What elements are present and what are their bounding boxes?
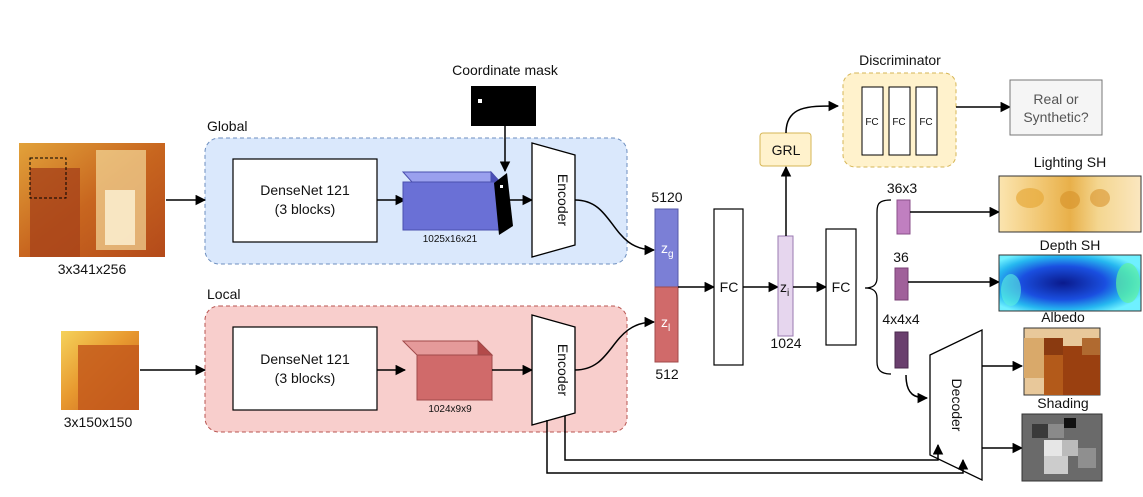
- zi-symbol: zi: [780, 279, 789, 299]
- local-input-image: [61, 331, 139, 410]
- local-densenet-box: [232, 326, 378, 411]
- global-feature-cuboid: [401, 170, 502, 232]
- svg-text:Decoder: Decoder: [949, 379, 965, 432]
- global-densenet-line1: DenseNet 121: [260, 182, 350, 198]
- albedo-label: Albedo: [1041, 309, 1085, 325]
- real-synthetic-line1: Real or: [1033, 91, 1078, 107]
- discriminator-label: Discriminator: [859, 52, 941, 68]
- zi-dim: 1024: [770, 335, 801, 351]
- coordinate-mask-label: Coordinate mask: [452, 62, 559, 78]
- albedo-dim: 4x4x4: [882, 311, 920, 327]
- shading-image: [1021, 413, 1103, 482]
- svg-text:FC: FC: [892, 117, 905, 128]
- lighting-sh-image: [998, 175, 1142, 233]
- global-label: Global: [207, 118, 247, 134]
- real-synthetic-box: [1009, 79, 1103, 136]
- global-input-image: [19, 143, 165, 257]
- decoder: Decoder: [929, 328, 983, 482]
- shading-label: Shading: [1037, 395, 1088, 411]
- svg-text:FC: FC: [919, 117, 932, 128]
- disc-fc-3: FC: [915, 86, 938, 156]
- lighting-sh-label: Lighting SH: [1034, 154, 1106, 170]
- local-feature-cuboid: [401, 339, 494, 402]
- local-encoder: Encoder: [531, 314, 576, 426]
- zg-dim: 5120: [651, 189, 682, 205]
- global-densenet-line2: (3 blocks): [275, 201, 336, 217]
- depth-vector: [894, 267, 909, 301]
- fc1-layer: [713, 208, 744, 366]
- local-label: Local: [207, 286, 240, 302]
- zl-dim: 512: [655, 366, 679, 382]
- depth-sh-image: [998, 254, 1142, 312]
- local-feature-size: 1024x9x9: [428, 404, 472, 415]
- fc2-layer: [825, 228, 857, 346]
- albedo-vector: [894, 331, 909, 369]
- grl-label: GRL: [772, 142, 801, 158]
- svg-text:Encoder: Encoder: [555, 344, 571, 396]
- real-synthetic-line2: Synthetic?: [1023, 109, 1089, 125]
- disc-fc-1: FC: [861, 86, 884, 156]
- depth-dim: 36: [893, 249, 909, 265]
- lighting-dim: 36x3: [887, 180, 918, 196]
- global-feature-size: 1025x16x21: [423, 234, 478, 245]
- local-densenet-line1: DenseNet 121: [260, 351, 350, 367]
- global-input-size: 3x341x256: [58, 261, 127, 277]
- coordinate-mask: [471, 86, 536, 126]
- disc-fc-2: FC: [888, 86, 911, 156]
- local-input-size: 3x150x150: [64, 414, 133, 430]
- svg-text:Encoder: Encoder: [555, 174, 571, 226]
- lighting-vector: [896, 199, 911, 235]
- zl-symbol: zl: [661, 314, 670, 334]
- depth-sh-label: Depth SH: [1040, 237, 1101, 253]
- global-encoder: Encoder: [531, 142, 576, 258]
- global-densenet-box: [232, 158, 378, 243]
- svg-text:FC: FC: [865, 117, 878, 128]
- albedo-image: [1023, 327, 1101, 396]
- local-densenet-line2: (3 blocks): [275, 370, 336, 386]
- fc2-label: FC: [832, 279, 851, 295]
- zl-vector: [654, 286, 679, 363]
- mask-slice: [494, 173, 513, 235]
- zg-symbol: zg: [661, 240, 674, 260]
- output-brace: [864, 199, 892, 375]
- fc1-label: FC: [720, 279, 739, 295]
